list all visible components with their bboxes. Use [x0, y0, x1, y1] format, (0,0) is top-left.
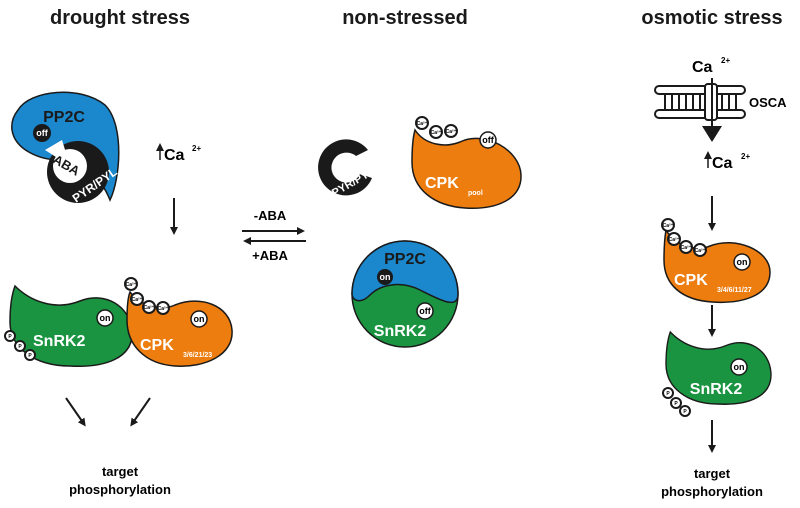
- on-label: on: [100, 313, 111, 323]
- on-label: on: [734, 362, 745, 372]
- minus-aba-label: -ABA: [254, 208, 287, 223]
- target-label: target: [102, 464, 139, 479]
- off-label: off: [36, 128, 48, 138]
- cpk-subscript: 3/4/6/11/27: [717, 287, 752, 294]
- ca-bead-label: Ca²⁺: [663, 223, 674, 229]
- target-label: target: [694, 466, 731, 481]
- off-badge: [416, 302, 434, 320]
- off-label: off: [419, 306, 431, 316]
- phosphate-groups: P P P: [4, 330, 36, 361]
- ca-bead-label: Ca²⁺: [417, 121, 428, 127]
- osca-label: OSCA: [749, 95, 787, 110]
- plus-aba-label: +ABA: [252, 248, 288, 263]
- arrow-cpk-target: [130, 397, 151, 427]
- p-label: P: [666, 391, 670, 397]
- snrk2-active-drought: on SnRK2 P P P: [4, 285, 133, 367]
- ca-bead-label: Ca²⁺: [681, 245, 692, 251]
- p-label: P: [674, 401, 678, 407]
- ca-bead-label: Ca²⁺: [126, 282, 137, 288]
- phosphate-groups: P P P: [662, 387, 691, 417]
- pp2c-label: PP2C: [43, 109, 85, 126]
- calcium-increase-osmotic: Ca 2+: [704, 151, 750, 172]
- on-badge: [733, 253, 751, 271]
- pp2c-label: PP2C: [384, 251, 426, 268]
- phosphorylation-label: phosphorylation: [661, 484, 763, 499]
- on-badge: [730, 358, 748, 376]
- ca-bead-label: Ca²⁺: [431, 130, 442, 136]
- cpk-active-drought: Ca²⁺ Ca²⁺ Ca²⁺ Ca²⁺ on CPK 3/6/21/23: [124, 277, 233, 367]
- ca-label: Ca: [164, 147, 185, 164]
- on-badge: [377, 269, 393, 285]
- on-badge: [96, 309, 114, 327]
- on-badge: [190, 310, 208, 328]
- snrk2-label: SnRK2: [374, 323, 427, 340]
- p-label: P: [18, 344, 22, 350]
- ca-bead-label: Ca²⁺: [669, 237, 680, 243]
- membrane-osca-channel: [654, 83, 746, 121]
- on-label: on: [380, 272, 391, 282]
- title-non-stressed: non-stressed: [342, 7, 468, 29]
- snrk2-label: SnRK2: [33, 333, 86, 350]
- ca-bead-label: Ca²⁺: [144, 305, 155, 311]
- ca-bead-label: Ca²⁺: [158, 306, 169, 312]
- ca-bead-label: Ca²⁺: [446, 129, 457, 135]
- ca-label: Ca: [692, 59, 713, 76]
- ca-superscript: 2+: [721, 56, 730, 65]
- cpk-subscript: 3/6/21/23: [183, 352, 212, 359]
- snrk2-active-osmotic: on SnRK2 P P P: [662, 331, 772, 417]
- pp2c-aba-complex: PP2C off ABA PYR/PYL: [11, 91, 120, 205]
- cpk-active-osmotic: Ca²⁺ Ca²⁺ Ca²⁺ Ca²⁺ on CPK 3/4/6/11/27: [661, 218, 771, 304]
- title-osmotic-stress: osmotic stress: [641, 7, 782, 29]
- cpk-pool-inactive: Ca²⁺ Ca²⁺ Ca²⁺ off CPK pool: [411, 116, 522, 209]
- calcium-beads: Ca²⁺ Ca²⁺ Ca²⁺ Ca²⁺: [124, 277, 170, 315]
- ca-bead-label: Ca²⁺: [132, 297, 143, 303]
- arrow-snrk2-target: [65, 397, 86, 427]
- snrk2-label: SnRK2: [690, 381, 743, 398]
- cpk-subscript: pool: [468, 190, 483, 197]
- calcium-increase-drought: Ca 2+: [156, 143, 201, 164]
- off-badge: [479, 131, 497, 149]
- title-drought-stress: drought stress: [50, 7, 190, 29]
- ca-label: Ca: [712, 155, 733, 172]
- p-label: P: [8, 334, 12, 340]
- ca-superscript: 2+: [192, 144, 201, 153]
- off-label: off: [482, 135, 494, 145]
- on-label: on: [194, 314, 205, 324]
- cpk-label: CPK: [140, 337, 174, 354]
- cpk-label: CPK: [425, 175, 459, 192]
- pyr-pyl-free: PYR/PYL: [318, 139, 377, 199]
- ca-superscript: 2+: [741, 152, 750, 161]
- pp2c-snrk2-complex: PP2C on off SnRK2: [351, 240, 459, 348]
- off-badge: [33, 124, 51, 142]
- cpk-label: CPK: [674, 272, 708, 289]
- arrow-head-icon: [702, 126, 722, 142]
- p-label: P: [683, 409, 687, 415]
- p-label: P: [28, 353, 32, 359]
- phosphorylation-label: phosphorylation: [69, 482, 171, 497]
- on-label: on: [737, 257, 748, 267]
- ca-bead-label: Ca²⁺: [695, 248, 706, 254]
